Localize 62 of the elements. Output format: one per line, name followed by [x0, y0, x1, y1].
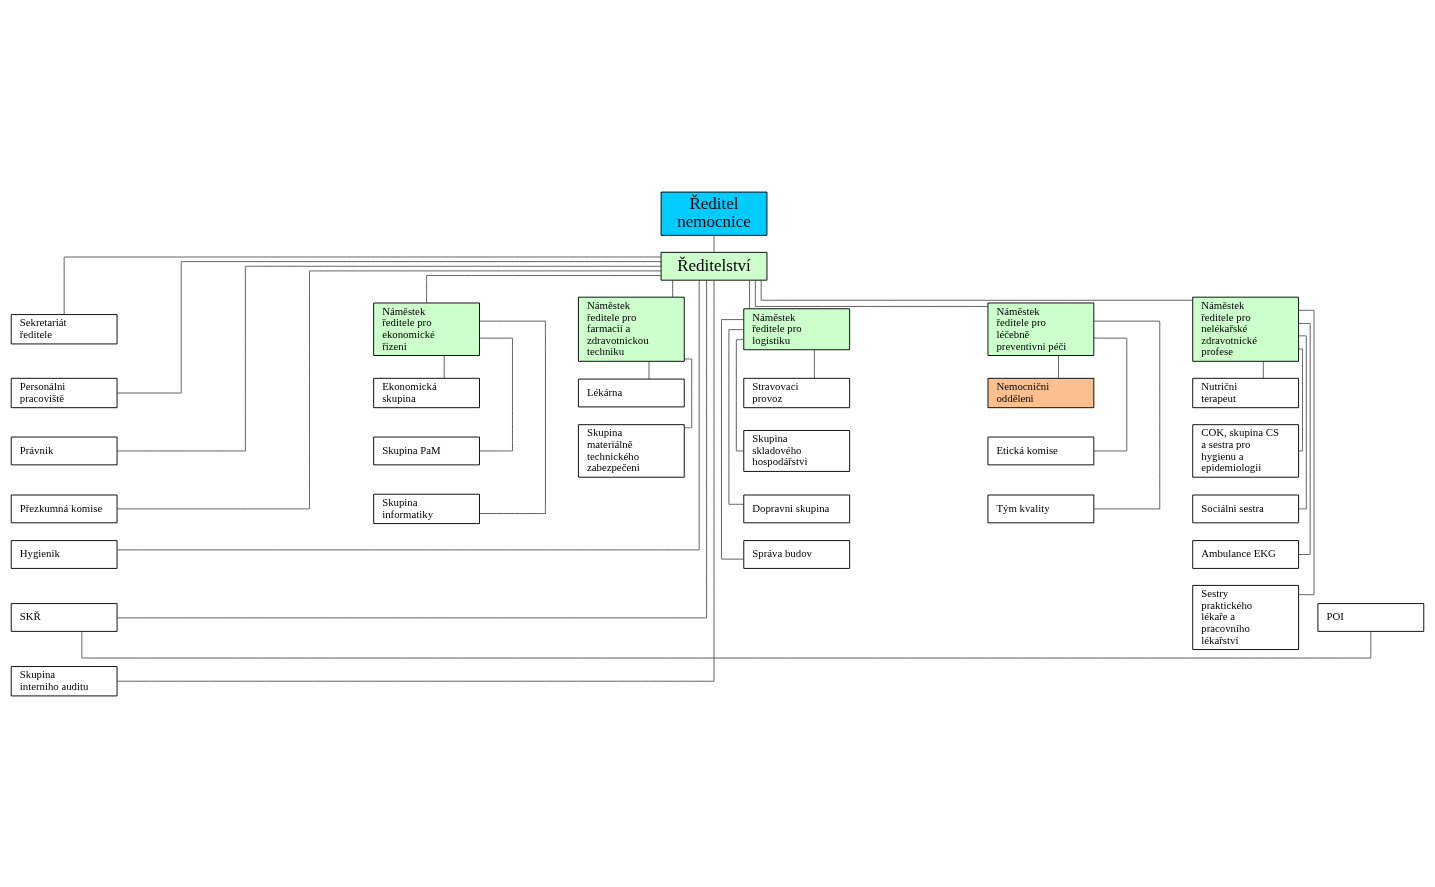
node-box: Sekretariát ředitele — [10, 313, 118, 344]
connector — [116, 260, 662, 393]
node-box: Náměstek ředitele pro léčebně preventivni péči — [987, 302, 1095, 356]
node-box: Skupina materiálně technického zabezpečeni — [577, 423, 685, 478]
connector — [1093, 337, 1128, 451]
node-box: Skupina PaM — [373, 436, 480, 465]
node-box: Tým kvality — [987, 494, 1095, 523]
node-box: Právnik — [10, 436, 118, 465]
node-box: Ředitelství — [660, 251, 768, 281]
node-box: Skupina skladového hospodářstvi — [743, 429, 851, 472]
connector — [63, 256, 662, 315]
connector — [1093, 320, 1161, 509]
connector — [1298, 334, 1307, 509]
node-box: Náměstek ředitele pro logistiku — [743, 307, 851, 350]
connector — [116, 279, 707, 618]
node-box: Stravovaci provoz — [743, 377, 851, 408]
connector — [116, 270, 662, 509]
connector — [683, 358, 693, 428]
node-box: Ekonomická skupina — [373, 377, 480, 408]
node-box: Nemocnični odděleni — [987, 377, 1095, 408]
node-box: COK, skupina CS a sestra pro hygienu a epidemiologii — [1192, 423, 1300, 478]
connector — [1298, 348, 1303, 451]
connector — [813, 348, 815, 379]
connector — [116, 279, 715, 682]
connector — [760, 279, 1194, 301]
node-box: Náměstek ředitele pro ekonomické řizeni — [373, 302, 480, 356]
node-box: Ambulance EKG — [1192, 539, 1300, 569]
node-box: Skupina informatiky — [373, 493, 480, 524]
connector — [721, 318, 744, 560]
node-box: Dopravni skupina — [743, 494, 851, 523]
connector — [672, 279, 674, 297]
node-box: Etická komise — [987, 436, 1095, 465]
node-box: Personálni pracoviště — [10, 377, 118, 408]
node-box: POI — [1317, 602, 1425, 632]
node-box: Ředitel nemocnice — [660, 191, 768, 236]
node-box: Sociálni sestra — [1192, 494, 1300, 523]
node-box: Náměstek ředitele pro nelékařské zdravotnické profese — [1192, 296, 1300, 362]
connector — [648, 360, 650, 379]
node-box: Náměstek ředitele pro farmacii a zdravotnickou techniku — [577, 296, 685, 362]
connector — [443, 354, 445, 378]
connector — [713, 234, 715, 253]
connector — [116, 265, 662, 451]
connector — [479, 320, 546, 514]
connector — [735, 338, 745, 451]
node-box: Skupina interniho auditu — [10, 665, 118, 696]
node-box: SKŘ — [10, 602, 118, 632]
node-box: Lékárna — [577, 378, 685, 407]
connector — [81, 630, 1372, 658]
connector — [728, 328, 744, 505]
connector — [1058, 354, 1059, 378]
connector — [754, 279, 989, 307]
connector — [479, 337, 513, 451]
node-box: Hygienik — [10, 539, 118, 569]
node-box: Správa budov — [743, 539, 851, 569]
connector — [426, 274, 662, 303]
node-box: Sestry praktického lékaře a pracovního lékařství — [1192, 584, 1300, 650]
connector — [1298, 322, 1311, 555]
connector — [1262, 360, 1264, 378]
connector — [749, 279, 750, 309]
node-box: Nutrični terapeut — [1192, 377, 1300, 408]
connector — [116, 279, 700, 550]
node-box: Přezkumná komise — [10, 494, 118, 523]
